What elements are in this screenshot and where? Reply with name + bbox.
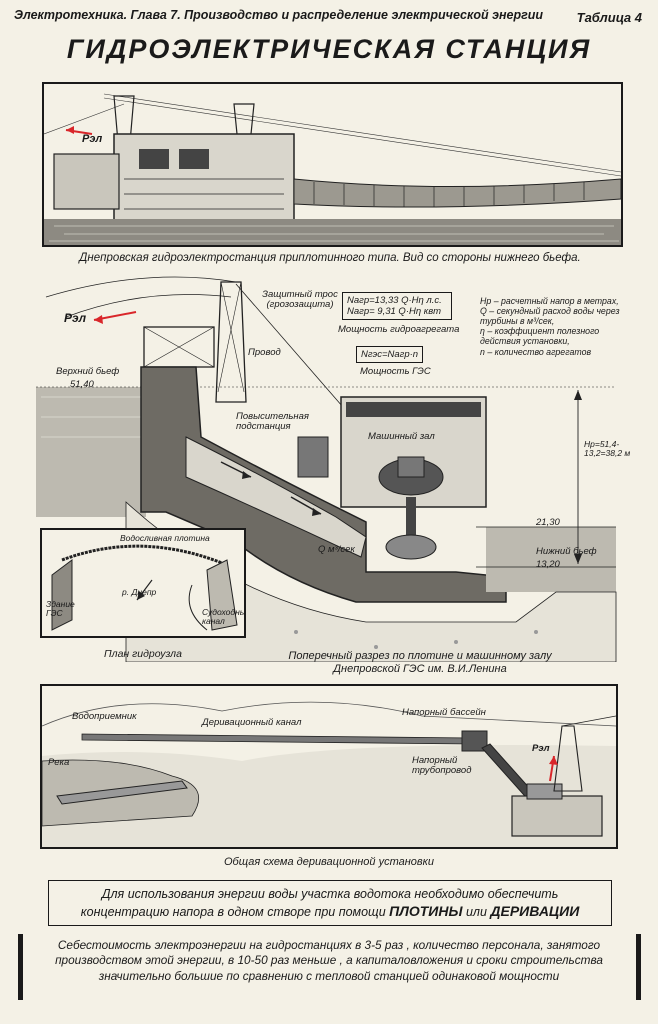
bottom-bracket-right	[636, 934, 641, 1000]
derivation-caption: Общая схема деривационной установки	[224, 856, 434, 868]
flow-label: Q м³/сек	[318, 544, 355, 555]
table-number: Таблица 4	[576, 10, 642, 25]
derivation-frame: Водоприемник Деривационный канал Напорны…	[40, 684, 618, 849]
legend-item: Q – секундный расход воды через турбины …	[480, 306, 620, 327]
upper-pool-label: Верхний бьеф	[56, 366, 120, 377]
station-power-caption: Мощность ГЭС	[360, 366, 431, 377]
unit-power-formula: Nагр=13,33 Q·Hη л.с. Nагр= 9,31 Q·Hη квт	[342, 292, 452, 320]
channel-label: Деривационный канал	[202, 717, 302, 728]
cost-comparison-text: Себестоимость электроэнергии на гидроста…	[55, 938, 603, 983]
top-power-label: Pэл	[82, 133, 103, 145]
formula-kw: Nагр= 9,31 Q·Hη квт	[347, 306, 442, 317]
derivation-power-label: Pэл	[532, 743, 550, 754]
unit-power-caption: Мощность гидроагрегата	[338, 324, 460, 335]
dam-cross-section	[36, 276, 617, 662]
plan-building-label: Здание ГЭС	[46, 599, 75, 618]
plan-drawing	[51, 544, 238, 631]
chapter-header: Электротехника. Глава 7. Производство и …	[14, 8, 544, 22]
basin-label: Напорный бассейн	[402, 707, 486, 718]
intake-label: Водоприемник	[72, 711, 137, 722]
derivation-drawing	[42, 701, 616, 847]
note-or: или	[465, 904, 487, 919]
substation-label: Повысительная подстанция	[236, 411, 309, 432]
note-line-1: Для использования энергии воды участка в…	[101, 887, 559, 901]
dnieper-photo-frame: Pэл	[42, 82, 623, 247]
section-caption-2: Днепровской ГЭС им. В.И.Ленина	[333, 663, 507, 675]
page-title: ГИДРОЭЛЕКТРИЧЕСКАЯ СТАНЦИЯ	[66, 34, 592, 64]
head-label: Hр=51,4-13,2=38,2 м	[584, 439, 631, 458]
river-label: Река	[48, 757, 70, 768]
upper-level-label: 51,40	[70, 379, 94, 390]
bottom-bracket-left	[18, 934, 23, 1000]
lower-pool-label: Нижний бьеф	[536, 546, 597, 557]
station-power-formula: Nгэс=Nагр·n	[356, 346, 424, 363]
plan-inset: Водосливная плотина Здание ГЭС р. Днепр …	[40, 528, 246, 638]
plan-caption: План гидроузла	[104, 648, 182, 660]
plan-spillway-label: Водосливная плотина	[120, 533, 210, 543]
note-derivation: ДЕРИВАЦИИ	[490, 902, 580, 919]
plan-river-label: р. Днепр	[122, 587, 157, 597]
principle-note: Для использования энергии воды участка в…	[48, 880, 612, 926]
level-low-label: 13,20	[536, 559, 560, 570]
level-high-label: 21,30	[536, 517, 560, 528]
legend-item: Hр – расчетный напор в метрах,	[480, 296, 619, 306]
guard-cable-label: Защитный трос (грозозащита)	[262, 289, 338, 310]
note-line-2a: концентрацию напора в одном створе при п…	[80, 904, 386, 919]
pipeline-label: Напорный трубопровод	[412, 755, 472, 776]
note-line-2: концентрацию напора в одном створе при п…	[49, 903, 611, 921]
top-figure-caption: Днепровская гидроэлектростанция приплоти…	[79, 252, 581, 264]
formula-hp: Nагр=13,33 Q·Hη л.с.	[347, 295, 442, 306]
dnieper-illustration	[44, 84, 621, 245]
section-caption-1: Поперечный разрез по плотине и машинному…	[288, 650, 552, 662]
section-power-label: Pэл	[64, 311, 87, 325]
legend-item: η – коэффициент полезного действия устан…	[480, 326, 600, 347]
legend-item: n – количество агрегатов	[480, 346, 592, 357]
plan-canal-label: Судоходный канал	[202, 607, 246, 626]
variable-legend: Hр – расчетный напор в метрах, Q – секун…	[480, 296, 630, 357]
note-dam: ПЛОТИНЫ	[389, 902, 463, 919]
wire-label: Провод	[248, 347, 281, 358]
machine-hall-label: Машинный зал	[368, 431, 435, 442]
